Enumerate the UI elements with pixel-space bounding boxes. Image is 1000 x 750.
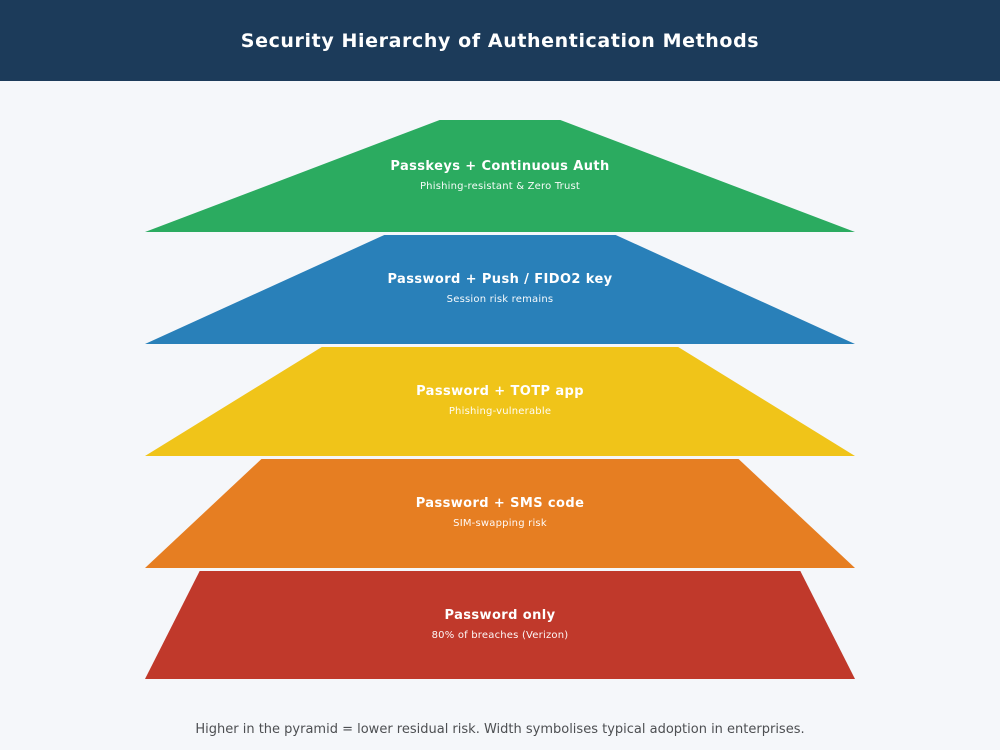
level-sublabel: Phishing-vulnerable [448,406,552,418]
pyramid-level-password-only: Password only 80% of breaches (Verizon) [145,571,855,679]
page-title: Security Hierarchy of Authentication Met… [240,29,760,52]
level-label: Passkeys + Continuous Auth [390,158,610,174]
level-label: Password only [444,607,556,623]
pyramid-level-totp-app: Password + TOTP app Phishing-vulnerable [145,347,855,456]
pyramid-level-push-fido2: Password + Push / FIDO2 key Session risk… [145,235,855,344]
level-sublabel: 80% of breaches (Verizon) [431,629,569,641]
level-sublabel: SIM-swapping risk [453,518,547,530]
header-bar: Security Hierarchy of Authentication Met… [0,0,1000,81]
pyramid-level-sms-code: Password + SMS code SIM-swapping risk [145,459,855,568]
level-sublabel: Phishing-resistant & Zero Trust [419,180,581,192]
level-label: Password + Push / FIDO2 key [387,272,613,288]
level-sublabel: Session risk remains [446,294,554,306]
level-label: Password + TOTP app [416,384,584,400]
footer-caption: Higher in the pyramid = lower residual r… [195,722,805,737]
level-label: Password + SMS code [415,496,585,512]
pyramid-level-passkeys-continuous-auth: Passkeys + Continuous Auth Phishing-resi… [145,120,855,232]
